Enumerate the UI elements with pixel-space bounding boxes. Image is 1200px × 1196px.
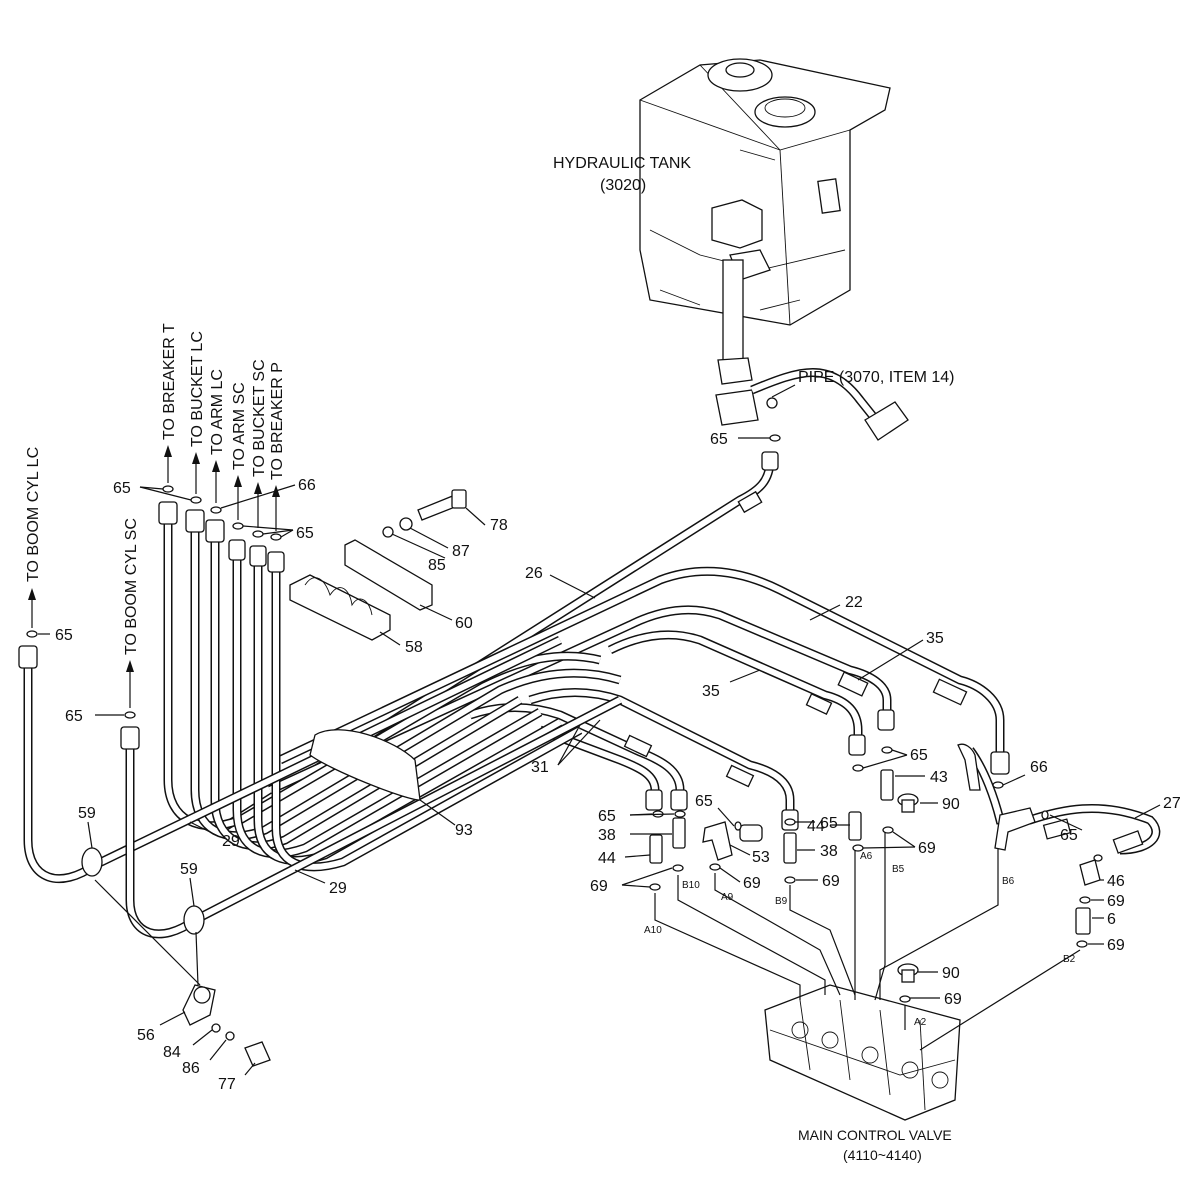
fittings [26, 434, 1103, 1003]
callout-56: 56 [137, 1027, 155, 1044]
hydraulic-tank-label: HYDRAULIC TANK [553, 155, 691, 172]
bracket-assembly [94, 879, 271, 1067]
callout-69-a2: 69 [944, 991, 962, 1008]
callout-69-b9: 69 [822, 873, 840, 890]
callout-65-mid2: 65 [820, 815, 838, 832]
callout-60: 60 [455, 615, 473, 632]
pipe-ref-label: PIPE (3070, ITEM 14) [798, 369, 955, 386]
clamp-assembly [289, 489, 467, 641]
destination-arrows [28, 445, 280, 708]
callout-77: 77 [218, 1076, 236, 1093]
callout-27: 27 [1163, 795, 1181, 812]
to-breaker-t-label: TO BREAKER T [161, 323, 178, 440]
callout-87: 87 [452, 543, 470, 560]
port-b9: B9 [775, 896, 788, 907]
callout-86: 86 [182, 1060, 200, 1077]
callout-43: 43 [930, 769, 948, 786]
port-b10: B10 [682, 880, 700, 891]
callout-59-a: 59 [78, 805, 96, 822]
port-b5: B5 [892, 864, 905, 875]
to-arm-sc-label: TO ARM SC [231, 382, 248, 470]
port-b6: B6 [1002, 876, 1015, 887]
callout-35-a: 35 [926, 630, 944, 647]
callout-69-left: 69 [590, 878, 608, 895]
callout-59-b: 59 [180, 861, 198, 878]
to-breaker-p-label: TO BREAKER P [269, 362, 286, 480]
callout-69-r1: 69 [1107, 893, 1125, 910]
callout-53: 53 [752, 849, 770, 866]
callout-66-right: 66 [1030, 759, 1048, 776]
callout-44-left: 44 [598, 850, 616, 867]
main-control-valve-ref: (4110~4140) [843, 1147, 922, 1163]
callout-31: 31 [531, 759, 549, 776]
callout-90-a: 90 [942, 796, 960, 813]
callout-69-r2: 69 [1107, 937, 1125, 954]
callout-69-a9: 69 [743, 875, 761, 892]
callout-65-mid: 65 [910, 747, 928, 764]
callout-65-top-right: 65 [296, 525, 314, 542]
callout-84: 84 [163, 1044, 181, 1061]
callout-22: 22 [845, 594, 863, 611]
hydraulic-tank [639, 58, 909, 441]
callout-38-left: 38 [598, 827, 616, 844]
to-boom-cyl-lc-label: TO BOOM CYL LC [25, 447, 42, 582]
to-boom-cyl-sc-label: TO BOOM CYL SC [123, 518, 140, 655]
port-a6: A6 [860, 851, 873, 862]
callout-65-elbow: 65 [1060, 827, 1078, 844]
callout-65-boom-sc: 65 [65, 708, 83, 725]
callout-29-a: 29 [222, 833, 240, 850]
callout-leaders [38, 437, 1161, 1076]
hydraulic-tank-ref: (3020) [600, 177, 646, 194]
callout-65-valve: 65 [695, 793, 713, 810]
callout-65-left2: 65 [598, 808, 616, 825]
port-a10: A10 [644, 925, 662, 936]
port-b2: B2 [1063, 954, 1076, 965]
to-bucket-sc-label: TO BUCKET SC [251, 359, 268, 477]
callout-35-b: 35 [702, 683, 720, 700]
port-a9: A9 [721, 892, 734, 903]
port-lead-lines [654, 830, 1081, 1051]
main-control-valve [764, 984, 961, 1121]
callout-6: 6 [1107, 911, 1116, 928]
main-control-valve-label: MAIN CONTROL VALVE [798, 1127, 952, 1143]
callout-90-b: 90 [942, 965, 960, 982]
callout-46: 46 [1107, 873, 1125, 890]
callout-69-mid: 69 [918, 840, 936, 857]
callout-44-mid: 44 [807, 818, 825, 835]
callout-58: 58 [405, 639, 423, 656]
callout-93: 93 [455, 822, 473, 839]
hose-bundle [18, 451, 1161, 939]
to-arm-lc-label: TO ARM LC [209, 369, 226, 455]
port-a2: A2 [914, 1017, 927, 1028]
callout-65-boom-lc: 65 [55, 627, 73, 644]
callout-65-pipe: 65 [710, 431, 728, 448]
callout-66-top: 66 [298, 477, 316, 494]
callout-85: 85 [428, 557, 446, 574]
callout-78: 78 [490, 517, 508, 534]
callout-38-mid: 38 [820, 843, 838, 860]
callout-65-left-top: 65 [113, 480, 131, 497]
callout-26: 26 [525, 565, 543, 582]
callout-29-b: 29 [329, 880, 347, 897]
to-bucket-lc-label: TO BUCKET LC [189, 331, 206, 447]
